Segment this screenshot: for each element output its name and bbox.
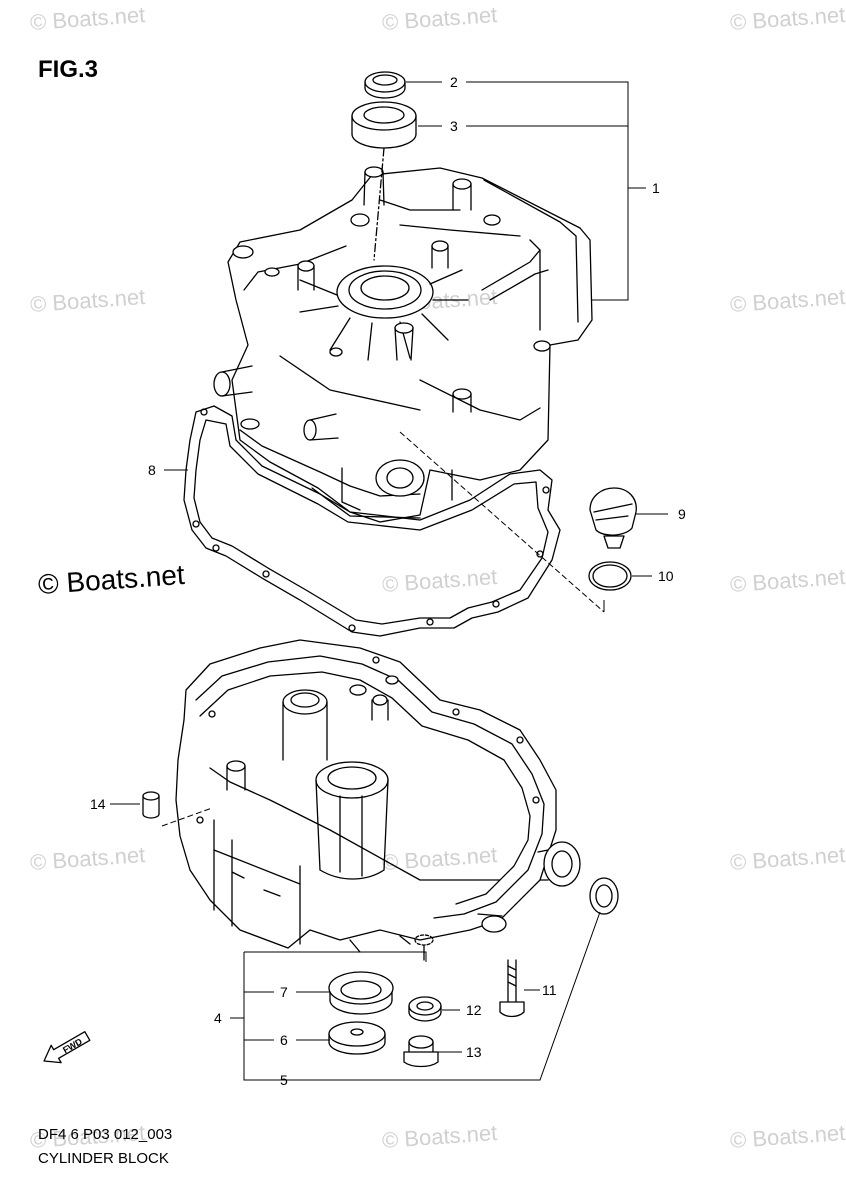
bearing-part-3 xyxy=(351,101,417,149)
seal-side xyxy=(589,877,619,915)
part-number-2: 2 xyxy=(450,74,458,90)
part-number-13: 13 xyxy=(466,1044,482,1060)
part-number-11: 11 xyxy=(542,982,557,998)
diagram-caption: CYLINDER BLOCK xyxy=(38,1150,169,1167)
part-number-12: 12 xyxy=(466,1002,482,1018)
side-boss-plug xyxy=(537,841,581,887)
o-ring-part-10 xyxy=(588,561,632,591)
part-number-5: 5 xyxy=(280,1072,288,1088)
gasket-part-8 xyxy=(183,405,561,637)
leader-lines xyxy=(110,81,668,1081)
part-number-1: 1 xyxy=(652,180,660,196)
diagram-code: DF4 6 P03 012_003 xyxy=(38,1126,173,1143)
cylinder-block-upper xyxy=(213,166,593,523)
part-number-7: 7 xyxy=(280,984,288,1000)
part-number-14: 14 xyxy=(90,796,106,812)
oil-seal-part-2 xyxy=(364,71,406,99)
dowel-pin-part-14 xyxy=(142,791,160,819)
part-number-6: 6 xyxy=(280,1032,288,1048)
figure-title: FIG.3 xyxy=(38,56,99,83)
cap-part-9 xyxy=(589,487,637,549)
part-number-3: 3 xyxy=(450,118,458,134)
part-number-8: 8 xyxy=(148,462,156,478)
drain-plug-part-13 xyxy=(403,1035,439,1068)
part-number-4: 4 xyxy=(214,1010,222,1026)
part-number-10: 10 xyxy=(658,568,674,584)
oil-seal-part-7 xyxy=(328,971,394,1015)
part-number-9: 9 xyxy=(678,506,686,522)
fwd-arrow: FWD xyxy=(43,1031,91,1064)
bolt-part-11 xyxy=(499,959,525,1018)
cap-part-6 xyxy=(328,1021,386,1055)
washer-part-12 xyxy=(408,996,442,1022)
part-number-labels: 1 2 3 4 5 6 7 8 9 10 11 12 13 14 xyxy=(90,74,686,1088)
crankcase-lower xyxy=(175,639,557,961)
